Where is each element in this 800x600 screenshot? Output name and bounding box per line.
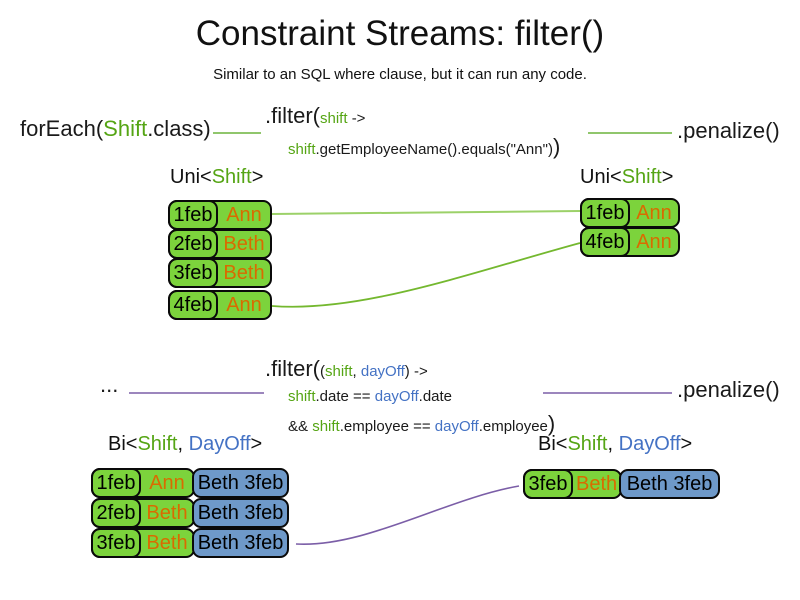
dayoff-box: Beth 3feb <box>619 469 720 499</box>
filter2-l3-amp: && <box>288 418 313 435</box>
filter2-head: .filter( <box>265 356 320 381</box>
shift-pill: 3feb Beth <box>91 528 195 558</box>
shift-date: 2feb <box>91 498 141 528</box>
bi-label-right: Bi<Shift, DayOff> <box>538 433 692 456</box>
uni-right-row-2: 4feb Ann <box>580 227 680 257</box>
filter2-comma: , <box>352 363 361 380</box>
filter1-body-var: shift <box>288 141 316 158</box>
filter1-body-rest: .getEmployeeName().equals("Ann") <box>315 141 553 158</box>
shift-employee: Beth <box>146 502 188 524</box>
filter2-head-line: .filter((shift, dayOff) -> <box>265 356 555 382</box>
bi-left-row-3: 3feb Beth Beth 3feb <box>91 528 289 558</box>
dayoff-box: Beth 3feb <box>192 498 289 528</box>
shift-employee: Beth <box>223 233 265 255</box>
foreach-call: forEach(Shift.class) <box>20 116 211 142</box>
filter2-l3-var1: shift <box>312 418 340 435</box>
shift-employee: Beth <box>146 532 188 554</box>
uni-right-type: Shift <box>621 166 662 188</box>
page-title: Constraint Streams: filter() <box>195 14 605 53</box>
filter2-body-line2: && shift.employee == dayOff.employee) <box>288 411 555 437</box>
shift-pill: 2feb Beth <box>91 498 195 528</box>
uni-right-post: > <box>661 166 674 188</box>
shift-date: 4feb <box>580 227 630 257</box>
uni-left-pre: Uni< <box>170 166 212 188</box>
shift-date: 1feb <box>580 198 630 228</box>
uni-right-pre: Uni< <box>580 166 622 188</box>
dayoff-box: Beth 3feb <box>192 528 289 558</box>
filter2-l3-mid: .employee == <box>339 418 435 435</box>
bi-right-post: > <box>680 433 693 455</box>
shift-employee: Ann <box>149 472 185 494</box>
filter1-body-line: shift.getEmployeeName().equals("Ann")) <box>288 134 560 160</box>
uni-left-row-2: 2feb Beth <box>168 229 272 259</box>
dayoff-box: Beth 3feb <box>192 468 289 498</box>
bi-left-post: > <box>250 433 263 455</box>
bi-left-type2: DayOff <box>188 433 251 455</box>
uni-left-row-1: 1feb Ann <box>168 200 272 230</box>
shift-date: 3feb <box>523 469 573 499</box>
foreach-class: Shift <box>103 116 148 141</box>
bi-label-left: Bi<Shift, DayOff> <box>108 433 262 456</box>
uni-left-row-3: 3feb Beth <box>168 258 272 288</box>
uni-label-left: Uni<Shift> <box>170 166 263 189</box>
filter2-l2-mid: .date == <box>315 388 375 405</box>
filter1-head: .filter( <box>265 103 320 128</box>
bi-right-type2: DayOff <box>618 433 681 455</box>
filter2-l2-end: .date <box>418 388 453 405</box>
uni-left-type: Shift <box>211 166 252 188</box>
filter2-l3-end: .employee <box>478 418 548 435</box>
filter2-l2-var2: dayOff <box>374 388 419 405</box>
penalize1-call: .penalize() <box>677 118 780 143</box>
bi-right-type1: Shift <box>567 433 608 455</box>
bi-left-row-1: 1feb Ann Beth 3feb <box>91 468 289 498</box>
filter2-param2: dayOff <box>360 363 405 380</box>
filter1-param: shift <box>320 110 348 127</box>
filter2-close-paren: ) <box>547 411 556 436</box>
shift-date: 3feb <box>168 258 218 288</box>
uni-right-row-1: 1feb Ann <box>580 198 680 228</box>
page-subtitle: Similar to an SQL where clause, but it c… <box>213 66 587 83</box>
bi-right-sep: , <box>607 433 619 455</box>
shift-date: 3feb <box>91 528 141 558</box>
bi-left-sep: , <box>177 433 189 455</box>
uni-label-right: Uni<Shift> <box>580 166 673 189</box>
filter1-head-line: .filter(shift -> <box>265 103 560 129</box>
foreach-post: .class) <box>147 116 211 141</box>
filter2-l2-var1: shift <box>288 388 316 405</box>
filter1-close-paren: ) <box>552 134 561 159</box>
bi-left-row-2: 2feb Beth Beth 3feb <box>91 498 289 528</box>
filter1-call: .filter(shift -> shift.getEmployeeName()… <box>265 103 560 160</box>
bi-left-type1: Shift <box>137 433 178 455</box>
uni-left-row-4: 4feb Ann <box>168 290 272 320</box>
shift-date: 1feb <box>168 200 218 230</box>
foreach-pre: forEach( <box>20 116 104 141</box>
filter2-param1: shift <box>325 363 353 380</box>
uni-left-post: > <box>251 166 264 188</box>
shift-employee: Ann <box>636 202 672 224</box>
penalize2-call: .penalize() <box>677 377 780 402</box>
filter2-l3-var2: dayOff <box>434 418 479 435</box>
source2-ellipsis: ... <box>100 372 119 397</box>
shift-employee: Ann <box>226 204 262 226</box>
filter2-paren-close: ) <box>404 363 410 380</box>
shift-date: 2feb <box>168 229 218 259</box>
filter2-body-line1: shift.date == dayOff.date <box>288 388 555 405</box>
shift-pill: 1feb Ann <box>91 468 195 498</box>
shift-employee: Ann <box>226 294 262 316</box>
bi-left-pre: Bi< <box>108 433 138 455</box>
shift-date: 4feb <box>168 290 218 320</box>
bi-right-pre: Bi< <box>538 433 568 455</box>
shift-employee: Beth <box>223 262 265 284</box>
filter2-arrow: -> <box>413 363 428 380</box>
filter2-paren-open: ( <box>320 363 325 380</box>
bi-right-row-1: 3feb Beth Beth 3feb <box>523 469 720 499</box>
shift-employee: Ann <box>636 231 672 253</box>
filter1-arrow: -> <box>351 110 366 127</box>
filter2-call: .filter((shift, dayOff) -> shift.date ==… <box>265 356 555 437</box>
shift-employee: Beth <box>576 473 618 495</box>
shift-date: 1feb <box>91 468 141 498</box>
shift-pill: 3feb Beth <box>523 469 622 499</box>
